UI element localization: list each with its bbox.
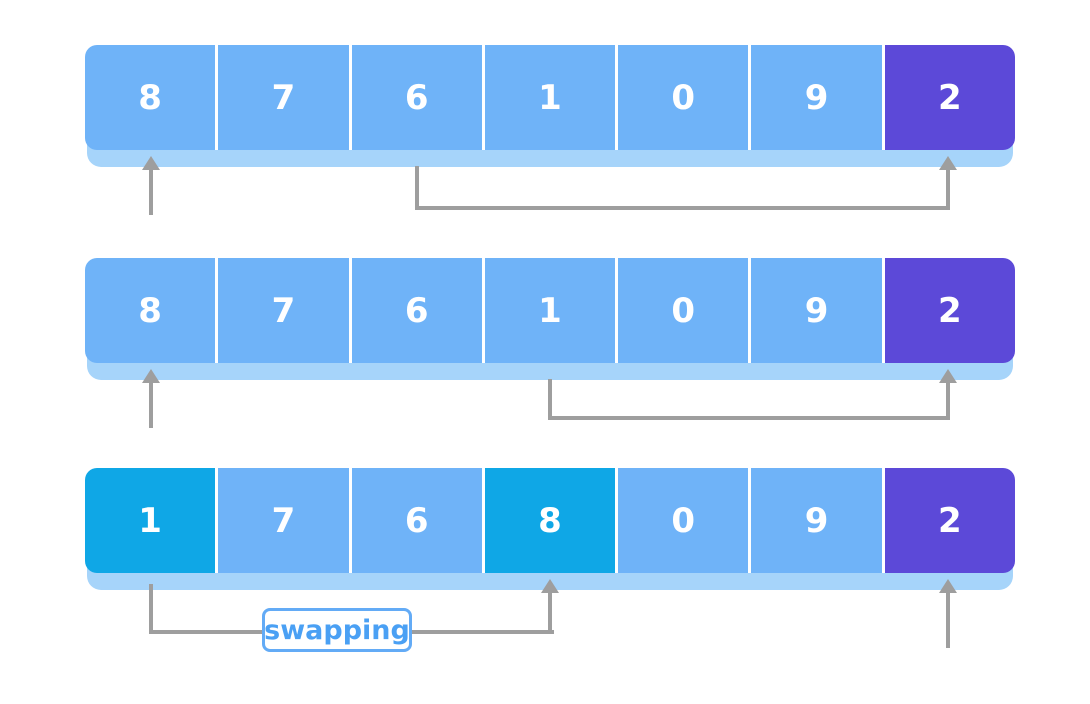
array-cell: 8 (85, 45, 216, 150)
array-cell: 1 (481, 258, 616, 363)
array-cell: 6 (348, 468, 482, 573)
arrow-up-head-icon (939, 369, 957, 383)
array-row-step3: 1 7 6 8 0 9 2 (85, 468, 1015, 573)
connector-right-line (946, 169, 950, 206)
connector-left-line (415, 166, 419, 210)
pivot-cell: 2 (881, 468, 1015, 573)
array-cell: 1 (481, 45, 616, 150)
array-cell: 0 (615, 45, 749, 150)
connector-left-line (548, 379, 552, 420)
connector-right-line (548, 592, 552, 630)
array-cell: 9 (748, 468, 882, 573)
pivot-cell: 2 (881, 258, 1015, 363)
swapped-cell: 1 (85, 468, 216, 573)
swapping-label: swapping (262, 608, 412, 652)
array-cell: 6 (348, 45, 482, 150)
arrow-up-head-icon (939, 156, 957, 170)
pointer-arrow-line (149, 169, 153, 215)
swapped-cell: 8 (481, 468, 616, 573)
array-row-step1: 8 7 6 1 0 9 2 (85, 45, 1015, 150)
array-cell: 8 (85, 258, 216, 363)
connector-horizontal-line (415, 206, 950, 210)
connector-right-line (946, 382, 950, 416)
array-cell: 6 (348, 258, 482, 363)
array-cell: 0 (615, 258, 749, 363)
array-cell: 9 (748, 258, 882, 363)
pointer-arrow-line (149, 382, 153, 428)
connector-horizontal-line (548, 416, 950, 420)
array-cell: 9 (748, 45, 882, 150)
pointer-arrow-line (946, 592, 950, 648)
arrow-up-head-icon (142, 156, 160, 170)
array-cell: 7 (215, 45, 349, 150)
pivot-cell: 2 (881, 45, 1015, 150)
array-cell: 7 (215, 258, 349, 363)
array-row-step2: 8 7 6 1 0 9 2 (85, 258, 1015, 363)
arrow-up-head-icon (142, 369, 160, 383)
arrow-up-head-icon (541, 579, 559, 593)
connector-left-line (149, 584, 153, 634)
array-cell: 7 (215, 468, 349, 573)
array-cell: 0 (615, 468, 749, 573)
arrow-up-head-icon (939, 579, 957, 593)
